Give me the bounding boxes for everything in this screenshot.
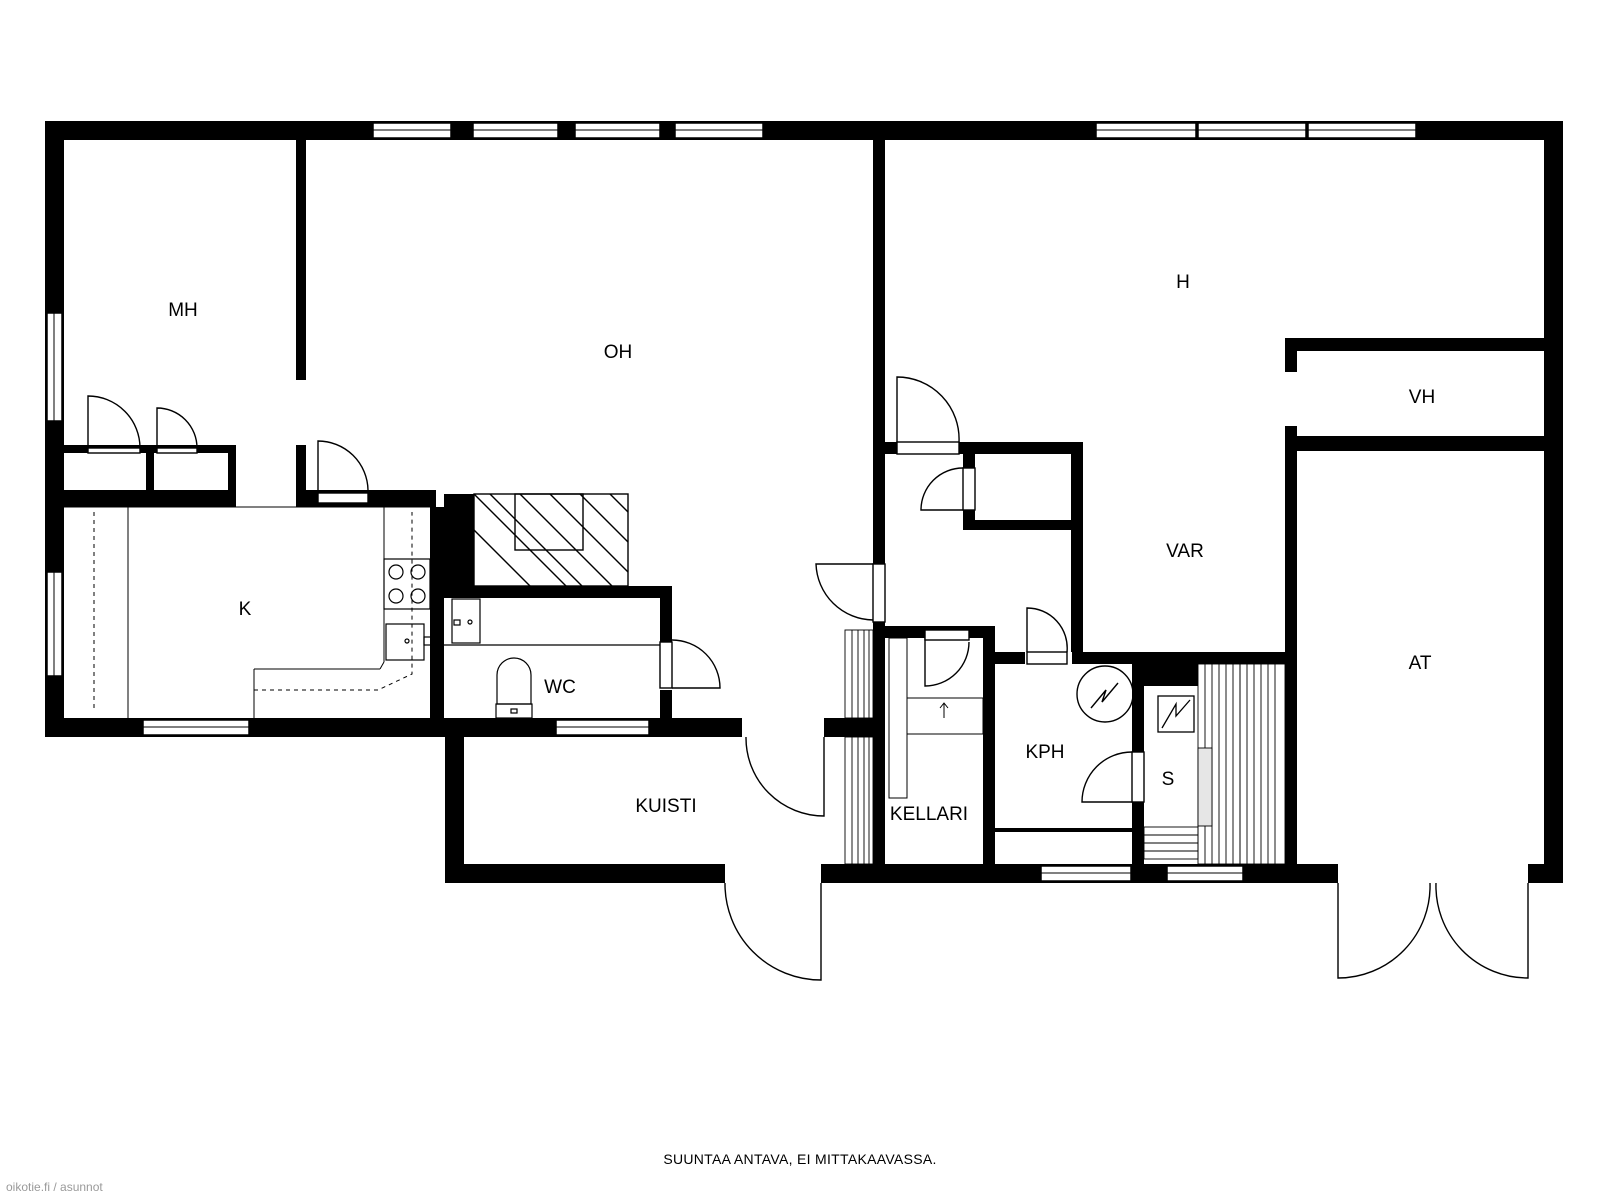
sink-icon [385, 623, 433, 661]
room-label-h: H [1176, 272, 1190, 293]
room-label-mh: MH [168, 300, 198, 321]
kellari-hatch [888, 637, 984, 799]
doors [87, 372, 1529, 981]
room-label-kuisti: KUISTI [635, 796, 696, 817]
sauna-stove-icon [1157, 695, 1195, 733]
room-label-vh: VH [1409, 387, 1435, 408]
room-label-kellari: KELLARI [890, 804, 968, 825]
room-labels: MH OH H VH K VAR WC AT KPH S KUISTI KELL… [168, 272, 1435, 825]
scale-disclaimer: SUUNTAA ANTAVA, EI MITTAKAAVASSA. [663, 1151, 937, 1167]
boiler-icon [1076, 665, 1134, 723]
room-label-kph: KPH [1025, 742, 1064, 763]
room-label-k: K [239, 599, 252, 620]
window-sills [53, 129, 1416, 874]
windows [46, 122, 1417, 882]
watermark: oikotie.fi / asunnot [6, 1180, 103, 1194]
sauna-benches [1143, 663, 1286, 865]
walls [45, 121, 1563, 883]
room-label-s: S [1162, 769, 1175, 790]
room-label-wc: WC [544, 677, 576, 698]
toilet-icon [495, 657, 533, 719]
wc-fixtures [444, 598, 660, 646]
fireplace-icon [473, 493, 629, 587]
room-label-var: VAR [1166, 541, 1204, 562]
room-label-at: AT [1409, 653, 1432, 674]
kuisti-stairs [844, 629, 874, 865]
door-openings [725, 718, 1528, 883]
room-label-oh: OH [604, 342, 633, 363]
stove-icon [383, 558, 431, 610]
